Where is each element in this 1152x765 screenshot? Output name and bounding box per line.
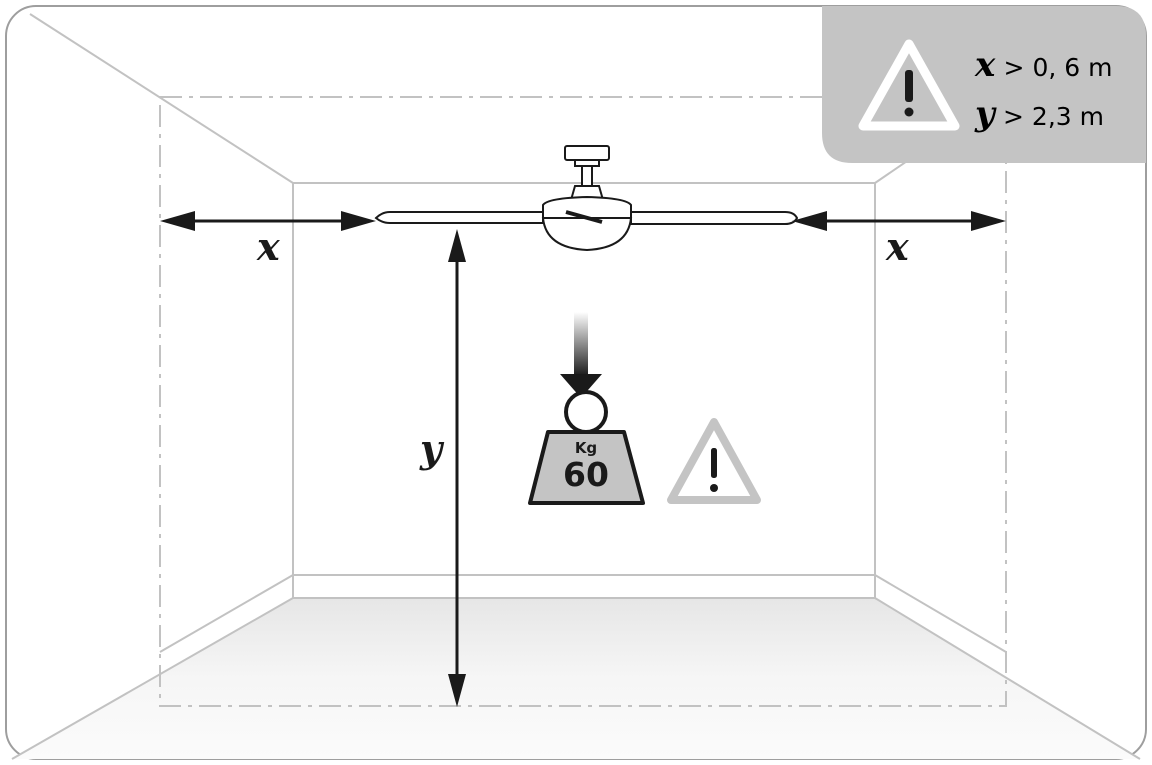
right-x-label: x bbox=[886, 224, 909, 269]
floor bbox=[12, 598, 1140, 759]
weight-value: 60 bbox=[563, 455, 609, 494]
height-y-label: y bbox=[420, 426, 443, 471]
weight-unit: Kg bbox=[574, 439, 598, 457]
right-x-dimension bbox=[792, 211, 1006, 231]
down-arrow-icon bbox=[560, 312, 602, 398]
warning-text-y: > 2,3 m bbox=[1003, 102, 1104, 131]
warning-icon-load bbox=[667, 418, 761, 504]
warning-row-y: y > 2,3 m bbox=[975, 97, 1104, 132]
warning-variable-x: x bbox=[975, 45, 996, 85]
height-y-dimension bbox=[448, 229, 466, 707]
warning-row-x: x > 0, 6 m bbox=[975, 48, 1113, 83]
left-x-dimension bbox=[160, 211, 376, 231]
clearance-box bbox=[159, 96, 1007, 707]
warning-variable-y: y bbox=[975, 94, 995, 134]
room-outline bbox=[11, 13, 1141, 760]
warning-text-x: > 0, 6 m bbox=[1003, 53, 1113, 82]
ceiling-fan-icon bbox=[374, 145, 799, 252]
warning-icon-box bbox=[858, 39, 960, 131]
weight-icon bbox=[528, 390, 645, 505]
left-x-label: x bbox=[257, 224, 280, 269]
